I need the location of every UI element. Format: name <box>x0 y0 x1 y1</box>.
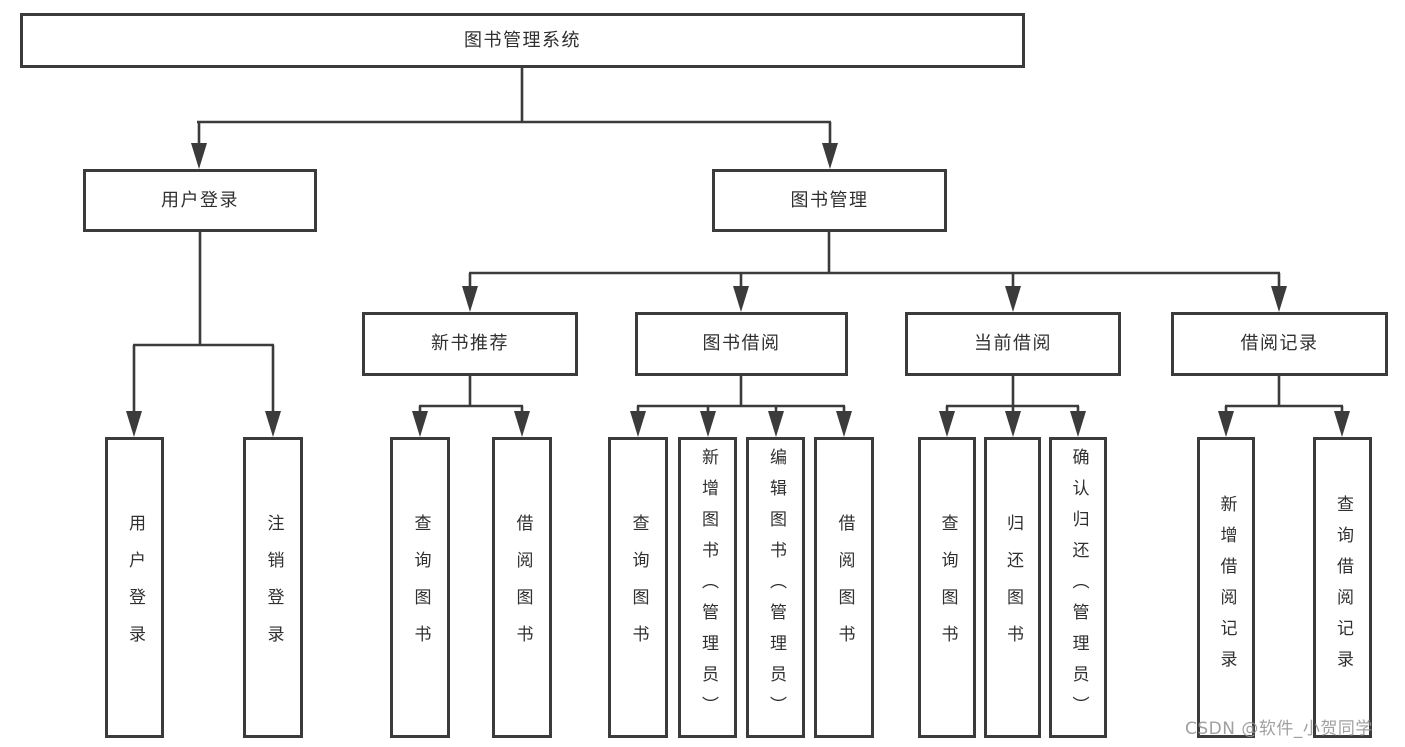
leaf-confirm-return-admin: 确认归还（管理员） <box>1049 437 1107 738</box>
node-root-label: 图书管理系统 <box>464 29 581 51</box>
connector-lines <box>132 68 1344 414</box>
arrowhead-icon <box>1005 411 1021 437</box>
arrowhead-icon <box>265 411 281 437</box>
leaf-query-books-recommend: 查询图书 <box>390 437 450 738</box>
arrowhead-icon <box>1271 286 1287 312</box>
arrowhead-icon <box>1070 411 1086 437</box>
node-current-borrowing: 当前借阅 <box>905 312 1121 376</box>
arrowhead-icon <box>126 411 142 437</box>
leaf-user-login-label: 用户登录 <box>125 513 145 662</box>
leaf-query-borrow-record-label: 查询借阅记录 <box>1333 494 1353 681</box>
arrowhead-icon <box>630 411 646 437</box>
arrowheads <box>126 143 1350 437</box>
leaf-user-login: 用户登录 <box>105 437 164 738</box>
leaf-return-book-label: 归还图书 <box>1003 513 1023 662</box>
node-book-management-label: 图书管理 <box>790 189 869 211</box>
node-borrowing-records: 借阅记录 <box>1171 312 1388 376</box>
node-new-book-recommend: 新书推荐 <box>362 312 578 376</box>
leaf-add-book-admin: 新增图书（管理员） <box>678 437 737 738</box>
node-user-login-label: 用户登录 <box>161 189 239 211</box>
arrowhead-icon <box>836 411 852 437</box>
node-borrowing-records-label: 借阅记录 <box>1240 333 1319 354</box>
arrowhead-icon <box>191 143 207 169</box>
arrowhead-icon <box>412 411 428 437</box>
leaf-query-borrow-record: 查询借阅记录 <box>1313 437 1372 738</box>
node-user-login: 用户登录 <box>83 169 317 232</box>
leaf-query-books-current: 查询图书 <box>918 437 976 738</box>
leaf-confirm-return-admin-label: 确认归还（管理员） <box>1068 448 1089 727</box>
arrowhead-icon <box>822 143 838 169</box>
leaf-edit-book-admin-label: 编辑图书（管理员） <box>766 448 786 727</box>
leaf-borrow-books-recommend-label: 借阅图书 <box>512 513 533 662</box>
leaf-logout: 注销登录 <box>243 437 303 738</box>
leaf-edit-book-admin: 编辑图书（管理员） <box>746 437 805 738</box>
csdn-watermark: CSDN @软件_小贺同学 <box>1185 719 1373 739</box>
node-book-management: 图书管理 <box>712 169 947 232</box>
leaf-query-books-current-label: 查询图书 <box>937 513 958 662</box>
arrowhead-icon <box>1334 411 1350 437</box>
node-root: 图书管理系统 <box>20 13 1025 68</box>
leaf-add-book-admin-label: 新增图书（管理员） <box>698 448 718 727</box>
arrowhead-icon <box>733 286 749 312</box>
node-current-borrowing-label: 当前借阅 <box>974 333 1052 354</box>
leaf-borrow-books-borrowing: 借阅图书 <box>814 437 874 738</box>
arrowhead-icon <box>514 411 530 437</box>
arrowhead-icon <box>462 286 478 312</box>
node-book-borrowing: 图书借阅 <box>635 312 848 376</box>
arrowhead-icon <box>1218 411 1234 437</box>
arrowhead-icon <box>768 411 784 437</box>
leaf-add-borrow-record: 新增借阅记录 <box>1197 437 1255 738</box>
leaf-query-books-recommend-label: 查询图书 <box>410 513 431 662</box>
arrowhead-icon <box>1005 286 1021 312</box>
leaf-add-borrow-record-label: 新增借阅记录 <box>1216 494 1237 681</box>
leaf-return-book: 归还图书 <box>984 437 1041 738</box>
leaf-query-books-borrowing-label: 查询图书 <box>628 513 649 662</box>
arrowhead-icon <box>939 411 955 437</box>
leaf-logout-label: 注销登录 <box>263 513 284 662</box>
leaf-borrow-books-borrowing-label: 借阅图书 <box>834 513 855 662</box>
leaf-borrow-books-recommend: 借阅图书 <box>492 437 552 738</box>
leaf-query-books-borrowing: 查询图书 <box>608 437 668 738</box>
node-new-book-recommend-label: 新书推荐 <box>431 333 509 354</box>
arrowhead-icon <box>700 411 716 437</box>
node-book-borrowing-label: 图书借阅 <box>702 333 781 354</box>
